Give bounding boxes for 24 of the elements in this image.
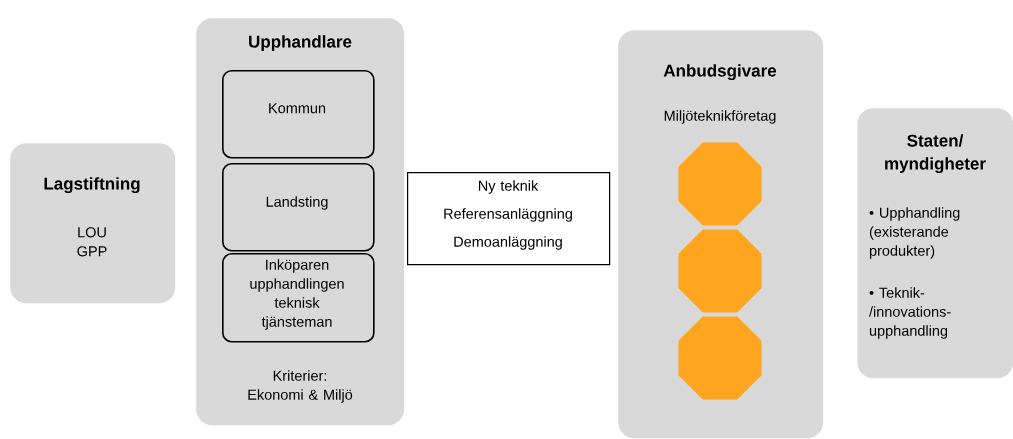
body-text: Kommun — [269, 103, 326, 114]
process-box — [222, 253, 375, 343]
text-box — [407, 172, 611, 266]
octagon — [678, 316, 762, 400]
body-text: Demoanläggning — [454, 236, 562, 250]
body-text: Inköparen upphandlingen teknisk tjänsteman — [250, 259, 344, 330]
body-text: Ny teknik — [479, 180, 539, 194]
body-text: Kriterier: Ekonomi & Miljö — [248, 370, 353, 403]
body-text: Landsting — [266, 196, 328, 210]
octagon — [678, 142, 762, 226]
octagon — [678, 229, 762, 313]
group-panel — [10, 143, 176, 304]
heading: Lagstiftning — [44, 177, 140, 194]
body-text: Referensanläggning — [444, 208, 572, 222]
body-text: Miljöteknikföretag — [664, 110, 776, 124]
body-text: • Upphandling (existerande produkter) — [869, 207, 960, 259]
body-text: • Teknik-/innovations-upphandling — [869, 287, 951, 339]
heading: Staten/ myndigheter — [885, 134, 986, 174]
heading: Upphandlare — [249, 35, 352, 52]
body-text: LOU GPP — [77, 227, 107, 257]
heading: Anbudsgivare — [663, 64, 777, 81]
group-panel — [857, 108, 1013, 379]
process-box — [222, 163, 375, 252]
process-box — [222, 70, 375, 159]
